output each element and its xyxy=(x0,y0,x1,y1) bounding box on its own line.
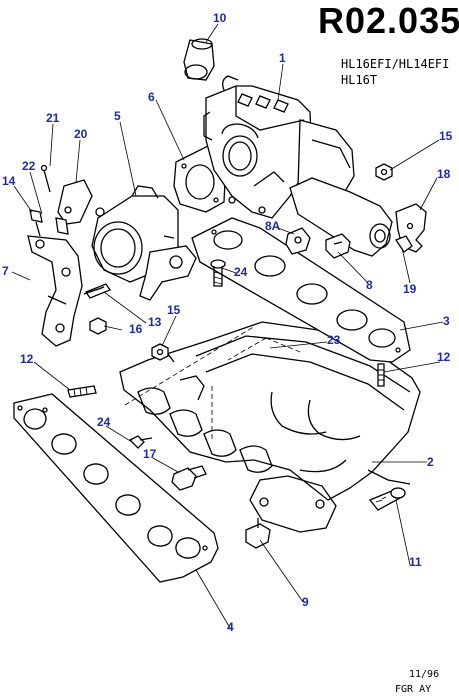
callout-2: 2 xyxy=(427,455,434,469)
part-20-sensor xyxy=(57,179,93,225)
engine-variant-line1: HL16EFI/HL14EFI xyxy=(341,57,450,71)
part-22-clip xyxy=(55,217,69,235)
callout-18: 18 xyxy=(437,167,451,181)
callout-12-right: 12 xyxy=(437,350,451,364)
footer-code: FGR AY xyxy=(395,684,432,695)
callout-24-lower: 24 xyxy=(97,415,111,429)
callout-15-right: 15 xyxy=(439,129,453,143)
part-24-upper-bolt xyxy=(210,259,226,287)
callout-9: 9 xyxy=(302,595,309,609)
part-15-right-nut xyxy=(375,163,393,181)
part-4-manifold-gasket xyxy=(13,393,219,583)
part-7-bracket xyxy=(27,235,83,347)
part-1-plenum xyxy=(203,75,393,257)
callout-8: 8 xyxy=(366,278,373,292)
part-12-right-stud xyxy=(377,363,385,387)
part-11-bolt xyxy=(368,487,406,511)
part-8-connector xyxy=(325,233,351,259)
diagram-code: R02.035 xyxy=(318,0,459,41)
callout-15-left: 15 xyxy=(167,303,181,317)
part-5-throttle-body xyxy=(91,185,197,301)
part-3-upper-gasket xyxy=(191,217,411,363)
callout-14: 14 xyxy=(2,174,16,188)
callout-3: 3 xyxy=(443,314,450,328)
callout-4: 4 xyxy=(227,620,234,634)
part-14-screw xyxy=(29,209,43,237)
part-21-screw xyxy=(40,164,51,193)
callout-24-upper: 24 xyxy=(234,265,248,279)
part-13-stud xyxy=(83,283,111,299)
callout-20: 20 xyxy=(74,127,88,141)
callout-7: 7 xyxy=(2,264,9,278)
part-19-fitting xyxy=(395,235,413,253)
callout-5: 5 xyxy=(114,109,121,123)
part-16-nut xyxy=(89,317,107,335)
callout-19: 19 xyxy=(403,282,417,296)
callout-22: 22 xyxy=(22,159,36,173)
part-9-sensor xyxy=(245,518,271,549)
part-24-lower-bolt xyxy=(128,435,153,449)
callout-17: 17 xyxy=(143,447,157,461)
part-10-plug xyxy=(183,38,215,81)
callout-11: 11 xyxy=(409,555,422,569)
part-2-lower-manifold xyxy=(119,321,421,533)
callout-23: 23 xyxy=(327,333,341,347)
part-23-dashed-guide xyxy=(227,337,301,361)
part-12-left-stud xyxy=(67,385,97,398)
callout-16: 16 xyxy=(129,322,143,336)
engine-variant-line2: HL16T xyxy=(341,73,378,87)
callout-6: 6 xyxy=(148,90,155,104)
callout-8A: 8A xyxy=(265,219,281,233)
callout-12-left: 12 xyxy=(20,352,34,366)
callout-21: 21 xyxy=(46,111,60,125)
part-15-left-nut xyxy=(151,343,169,361)
part-17-sender xyxy=(171,465,207,491)
part-8A-sensor xyxy=(285,227,311,255)
callout-1: 1 xyxy=(279,51,286,65)
callout-10: 10 xyxy=(213,11,227,25)
leader-lines xyxy=(11,23,444,629)
footer-date: 11/96 xyxy=(409,669,440,680)
callout-13: 13 xyxy=(148,315,162,329)
